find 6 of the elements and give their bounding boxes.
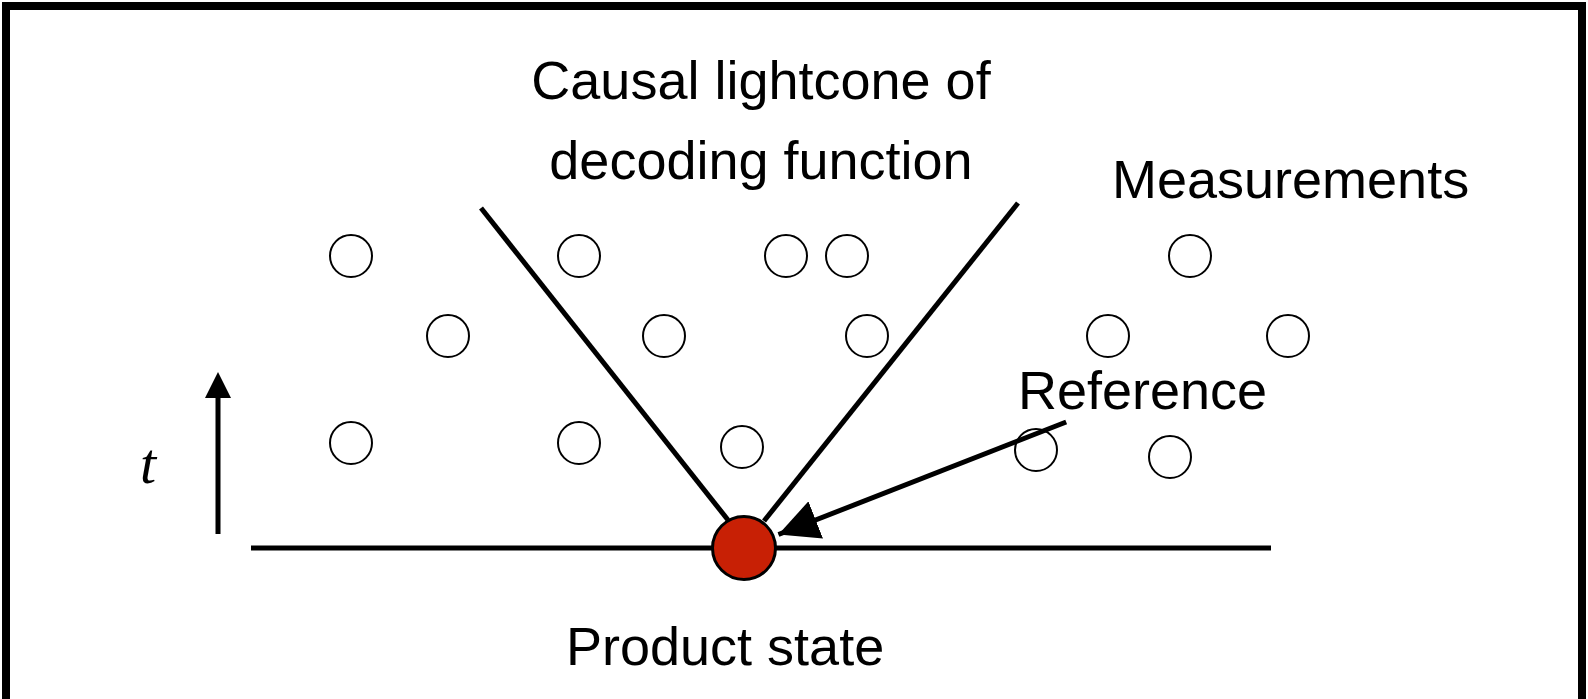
axis-label: t xyxy=(140,431,157,496)
reference-label: Reference xyxy=(1018,358,1268,422)
leader-arrow xyxy=(777,419,1068,539)
text-label: Measurements xyxy=(1112,149,1470,209)
text-label: Causal lightcone of decoding function xyxy=(531,50,991,190)
text-label: Product state xyxy=(566,616,885,676)
